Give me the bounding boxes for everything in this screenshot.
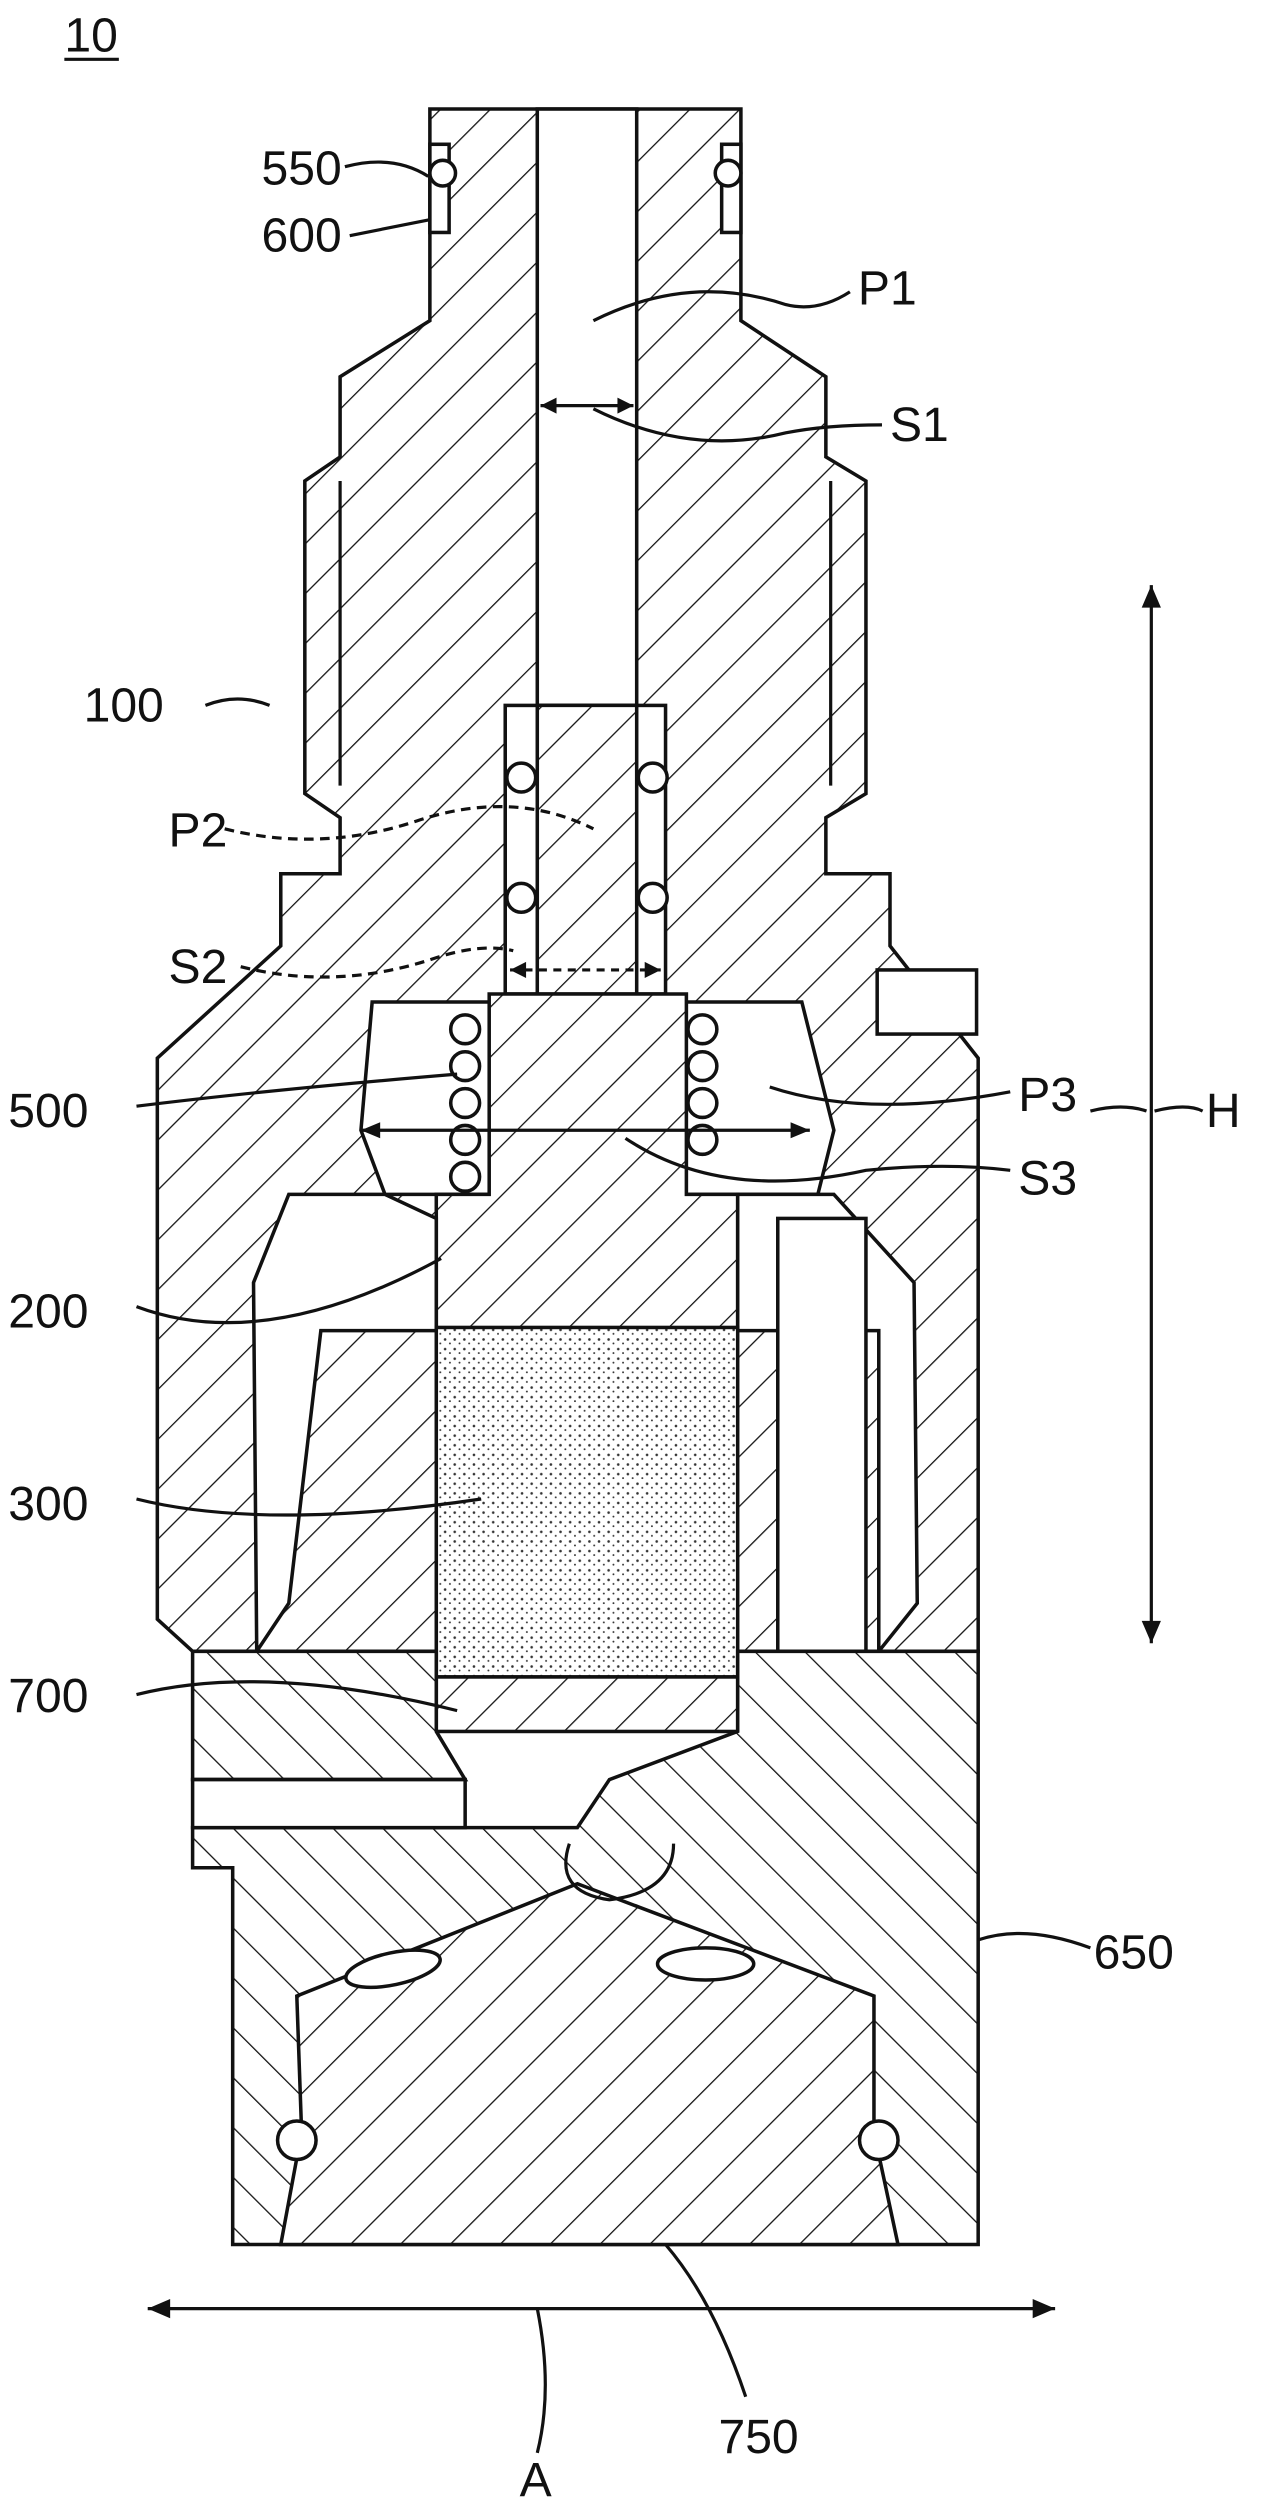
oring-groove-left	[430, 144, 449, 232]
label-s1: S1	[890, 398, 949, 452]
label-100: 100	[84, 678, 164, 732]
cap-oring-right	[860, 2121, 898, 2159]
label-p3: P3	[1018, 1068, 1077, 1122]
label-650: 650	[1094, 1926, 1174, 1980]
figure-number: 10	[64, 8, 117, 62]
label-550: 550	[262, 141, 342, 195]
label-300: 300	[8, 1477, 88, 1531]
stem-oring	[638, 763, 667, 792]
label-600: 600	[262, 209, 342, 263]
label-a: A	[520, 2453, 552, 2501]
outlet-passage	[193, 1780, 466, 1828]
label-750: 750	[718, 2410, 798, 2464]
label-s3: S3	[1018, 1151, 1077, 1205]
stem-oring	[638, 883, 667, 912]
oring-550-right	[715, 160, 741, 186]
stem-oring	[507, 763, 536, 792]
label-700: 700	[8, 1669, 88, 1723]
label-p1: P1	[858, 262, 917, 316]
label-p2: P2	[169, 803, 228, 857]
oring-550-left	[430, 160, 456, 186]
stem	[537, 705, 636, 994]
filter-700	[436, 1677, 737, 1732]
label-h: H	[1206, 1084, 1241, 1138]
label-s2: S2	[169, 940, 228, 994]
media-300	[436, 1327, 737, 1676]
dimension-a	[148, 2299, 1055, 2318]
label-200: 200	[8, 1284, 88, 1338]
cap-oring-left	[278, 2121, 316, 2159]
oring-groove-right	[722, 144, 741, 232]
side-tab	[877, 970, 976, 1034]
port-right	[658, 1948, 754, 1980]
stem-oring	[507, 883, 536, 912]
dimension-h	[1142, 585, 1161, 1643]
label-500: 500	[8, 1084, 88, 1138]
